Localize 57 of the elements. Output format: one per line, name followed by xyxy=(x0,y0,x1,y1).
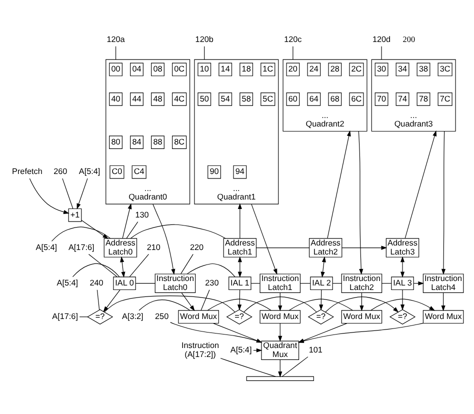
arrow xyxy=(298,323,348,343)
connector xyxy=(288,298,353,311)
label: 200 xyxy=(402,34,416,44)
arrow xyxy=(400,290,405,310)
connector xyxy=(96,290,100,310)
connector xyxy=(282,356,308,377)
connector xyxy=(135,283,156,284)
arrow xyxy=(278,323,282,342)
connector xyxy=(200,290,210,311)
node-bar xyxy=(246,376,314,381)
arrow xyxy=(441,130,446,275)
connector xyxy=(129,254,150,278)
arrow xyxy=(76,178,88,210)
connector xyxy=(104,296,236,312)
arrow xyxy=(441,292,446,312)
arrow xyxy=(278,360,282,378)
arrow xyxy=(325,296,399,313)
arrow xyxy=(81,220,108,239)
connector xyxy=(220,358,276,377)
connector xyxy=(115,46,116,60)
arrow xyxy=(400,256,405,278)
connector xyxy=(88,254,118,278)
arrow xyxy=(327,130,351,239)
connector xyxy=(207,298,272,311)
connector xyxy=(204,46,205,60)
arrow xyxy=(152,204,176,275)
arrow xyxy=(342,246,388,250)
arrow xyxy=(238,290,242,310)
arrow xyxy=(181,292,195,312)
arrow xyxy=(103,290,120,312)
connector xyxy=(381,46,382,60)
arrow xyxy=(370,298,436,311)
connector xyxy=(51,226,111,242)
arrow xyxy=(122,203,132,239)
arrow xyxy=(120,256,126,278)
arrow xyxy=(360,292,364,312)
arrow xyxy=(298,322,424,343)
arrow xyxy=(320,256,326,278)
arrow xyxy=(358,130,364,275)
arrow xyxy=(404,130,437,239)
arrow xyxy=(29,178,70,214)
connector xyxy=(382,283,392,284)
arrow xyxy=(238,256,242,278)
connector xyxy=(300,283,311,284)
arrow xyxy=(251,204,278,275)
arrow xyxy=(278,292,282,312)
connector xyxy=(180,254,194,274)
connector xyxy=(138,300,190,311)
connector xyxy=(292,46,294,60)
connector xyxy=(130,224,226,239)
connector xyxy=(62,178,74,209)
connector xyxy=(126,222,138,239)
arrow xyxy=(319,290,324,310)
arrow xyxy=(238,203,242,239)
connector xyxy=(72,263,120,278)
connector xyxy=(244,296,317,312)
connector xyxy=(186,263,236,278)
